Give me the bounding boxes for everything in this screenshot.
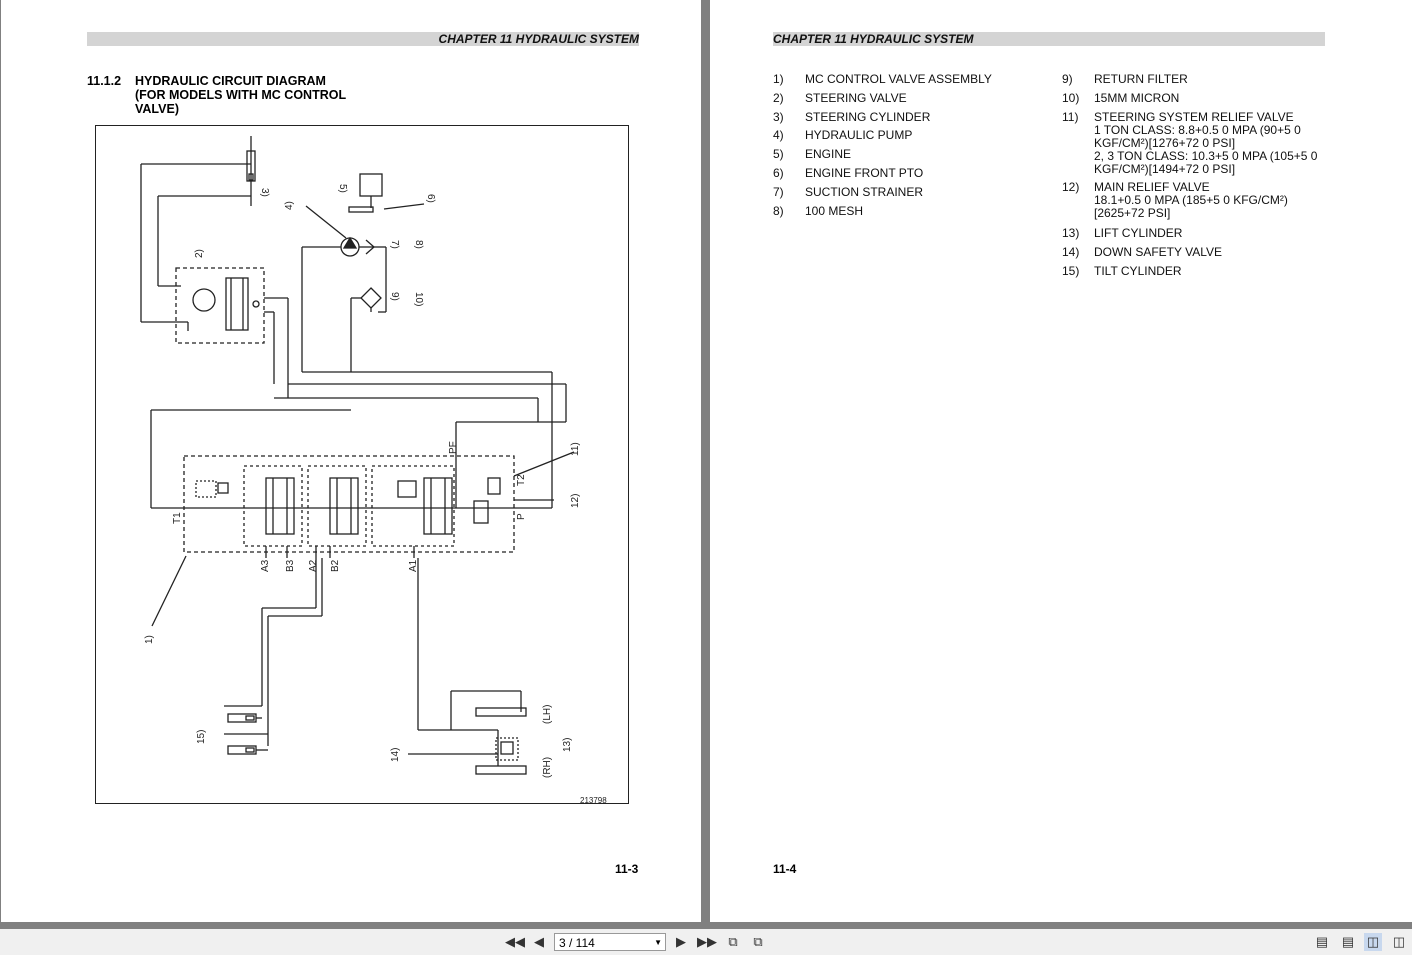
diagram-label: (RH) <box>542 757 553 778</box>
prev-page-icon[interactable]: ◀ <box>534 934 544 949</box>
item-text: HYDRAULIC PUMP <box>805 128 913 142</box>
diagram-label: 14) <box>390 748 401 762</box>
continuous-icon[interactable]: ▤ <box>1341 934 1355 949</box>
chapter-header: CHAPTER 11 HYDRAULIC SYSTEM <box>87 32 639 46</box>
item-text: SUCTION STRAINER <box>805 185 924 199</box>
page-number: 11-3 <box>615 862 639 876</box>
diagram-label: 7) <box>389 240 400 249</box>
item-number: 2) <box>773 91 784 105</box>
item-number: 8) <box>773 204 784 218</box>
item-subtext: [2625+72 PSI] <box>1094 206 1171 220</box>
item-number: 4) <box>773 128 784 142</box>
port-label: A2 <box>308 559 319 572</box>
port-label: A3 <box>260 559 271 572</box>
item-text: ENGINE <box>805 147 852 161</box>
item-number: 15) <box>1062 264 1080 278</box>
port-label: PF <box>448 441 459 454</box>
item-text: MC CONTROL VALVE ASSEMBLY <box>805 72 992 86</box>
item-subtext: 1 TON CLASS: 8.8+0.5 0 MPA (90+5 0 <box>1094 123 1301 137</box>
back-view-icon[interactable]: ⧉ <box>728 934 738 949</box>
item-text: 15MM MICRON <box>1094 91 1180 105</box>
item-subtext: 2, 3 TON CLASS: 10.3+5 0 MPA (105+5 0 <box>1094 149 1318 163</box>
item-text: TILT CYLINDER <box>1094 264 1182 278</box>
section-title: HYDRAULIC CIRCUIT DIAGRAM (FOR MODELS WI… <box>135 74 395 116</box>
forward-view-icon[interactable]: ⧉ <box>753 934 763 949</box>
diagram-label: 12) <box>570 494 581 508</box>
port-label: P <box>516 513 527 520</box>
item-text: STEERING SYSTEM RELIEF VALVE <box>1094 110 1294 124</box>
section-title-line: VALVE) <box>135 102 179 116</box>
item-text: STEERING VALVE <box>805 91 907 105</box>
diagram-label: 10) <box>413 292 424 306</box>
port-label: A1 <box>408 559 419 572</box>
two-page-continuous-icon[interactable]: ◫ <box>1392 934 1406 949</box>
single-page-icon[interactable]: ▤ <box>1315 934 1329 949</box>
chapter-header: CHAPTER 11 HYDRAULIC SYSTEM <box>773 32 1325 46</box>
item-subtext: KGF/CM²)[1276+72 0 PSI] <box>1094 136 1236 150</box>
two-page-icon[interactable]: ◫ <box>1364 933 1382 951</box>
item-text-block: STEERING SYSTEM RELIEF VALVE 1 TON CLASS… <box>1094 111 1324 176</box>
port-label: B2 <box>330 559 341 572</box>
hydraulic-circuit-diagram: 3) 2) 5) 4) 6) 7) 8) 9) 10) 11) 12) PF T… <box>95 125 629 805</box>
item-number: 3) <box>773 110 784 124</box>
last-page-icon[interactable]: ▶▶ <box>697 934 717 949</box>
circuit-svg: 3) 2) 5) 4) 6) 7) 8) 9) 10) 11) 12) PF T… <box>140 136 607 805</box>
figure-id: 213798 <box>580 796 607 803</box>
item-number: 13) <box>1062 226 1080 240</box>
diagram-label: 1) <box>144 635 155 644</box>
section-number: 11.1.2 <box>87 74 122 88</box>
diagram-label: 6) <box>425 194 436 203</box>
item-subtext: KGF/CM²)[1494+72 0 PSI] <box>1094 162 1236 176</box>
right-page: CHAPTER 11 HYDRAULIC SYSTEM 1) MC CONTROL… <box>710 0 1412 922</box>
page-number: 11-4 <box>773 862 797 876</box>
diagram-label: 5) <box>337 184 348 193</box>
diagram-label: (LH) <box>542 705 553 724</box>
left-page: CHAPTER 11 HYDRAULIC SYSTEM 11.1.2 HYDRA… <box>1 0 701 922</box>
item-number: 9) <box>1062 72 1073 86</box>
chevron-down-icon[interactable]: ▼ <box>654 938 662 947</box>
diagram-label: 8) <box>413 240 424 249</box>
next-page-icon[interactable]: ▶ <box>676 934 686 949</box>
item-text: 100 MESH <box>805 204 864 218</box>
item-number: 7) <box>773 185 784 199</box>
pdf-toolbar: ◀◀ ◀ 3 / 114 ▼ ▶ ▶▶ ⧉ ⧉ ▤ ▤ ◫ ◫ <box>0 929 1412 955</box>
item-text: MAIN RELIEF VALVE <box>1094 180 1210 194</box>
item-text: STEERING CYLINDER <box>805 110 931 124</box>
diagram-label: 11) <box>570 442 581 456</box>
item-subtext: 18.1+0.5 0 MPA (185+5 0 KFG/CM²) <box>1094 193 1288 207</box>
item-text: RETURN FILTER <box>1094 72 1188 86</box>
item-number: 12) <box>1062 180 1080 194</box>
diagram-label: 15) <box>196 730 207 744</box>
item-text: DOWN SAFETY VALVE <box>1094 245 1223 259</box>
diagram-label: 2) <box>194 249 205 258</box>
page-indicator: 3 / 114 <box>559 936 595 950</box>
item-number: 14) <box>1062 245 1080 259</box>
item-number: 11) <box>1062 110 1079 124</box>
port-label: T1 <box>172 512 183 524</box>
item-text-block: MAIN RELIEF VALVE 18.1+0.5 0 MPA (185+5 … <box>1094 181 1324 220</box>
section-title-line: (FOR MODELS WITH MC CONTROL <box>135 88 347 102</box>
diagram-label: 4) <box>284 201 295 210</box>
diagram-label: 9) <box>389 292 400 301</box>
port-label: B3 <box>285 559 296 572</box>
item-number: 1) <box>773 72 784 86</box>
item-number: 10) <box>1062 91 1080 105</box>
item-number: 6) <box>773 166 784 180</box>
page-number-input[interactable]: 3 / 114 ▼ <box>554 933 666 951</box>
diagram-label: 13) <box>562 738 573 752</box>
port-label: T2 <box>516 474 527 486</box>
item-text: ENGINE FRONT PTO <box>805 166 924 180</box>
diagram-label: 3) <box>259 188 270 197</box>
section-title-line: HYDRAULIC CIRCUIT DIAGRAM <box>135 74 326 88</box>
item-number: 5) <box>773 147 784 161</box>
first-page-icon[interactable]: ◀◀ <box>505 934 525 949</box>
item-text: LIFT CYLINDER <box>1094 226 1183 240</box>
